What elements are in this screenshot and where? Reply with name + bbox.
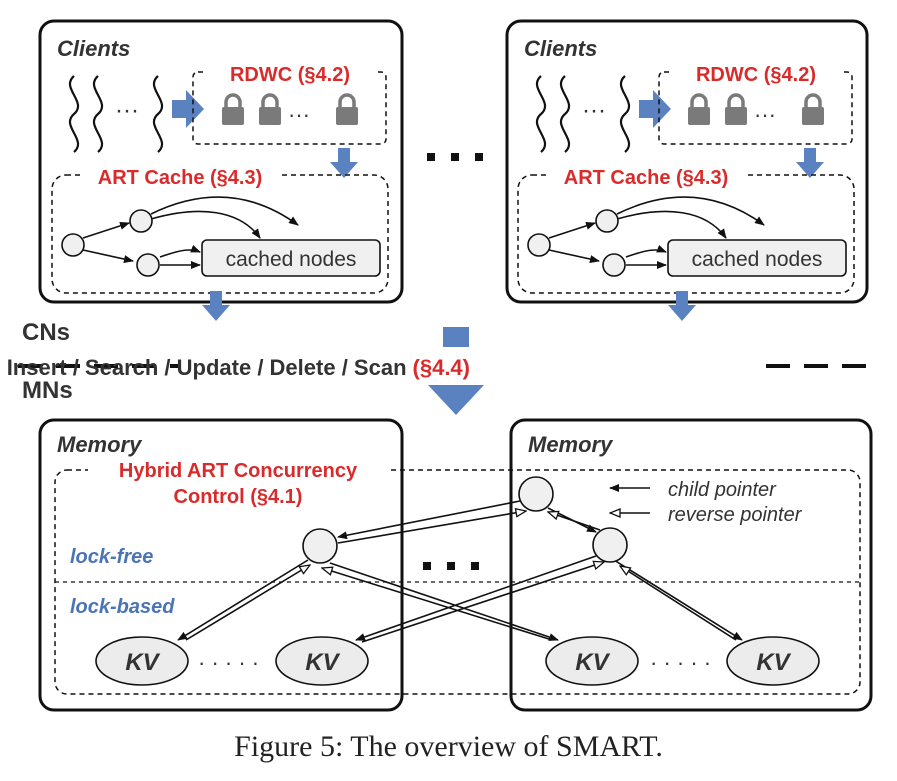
- pointer-edges: [177, 500, 743, 643]
- tree-node: [602, 253, 626, 277]
- kv-item: KV: [545, 636, 639, 686]
- child-pointer-label: child pointer: [668, 479, 777, 501]
- kv-label: KV: [305, 649, 340, 676]
- memory-title: Memory: [528, 432, 614, 457]
- tree-node: [129, 209, 153, 233]
- cached-nodes-box: [667, 239, 847, 277]
- ellipsis: · · · · ·: [198, 650, 259, 675]
- ellipsis: ···: [115, 97, 139, 124]
- cache-tree: [548, 196, 765, 269]
- tree-node: [61, 233, 85, 257]
- ellipsis: ···: [582, 97, 606, 124]
- client-box-left: Clients ··· RDWC (§4.2) ··· ART Cache (§…: [38, 19, 404, 304]
- figure-caption: Figure 5: The overview of SMART.: [234, 730, 663, 763]
- ellipsis: ···: [754, 102, 776, 127]
- cache-tree: [82, 196, 299, 269]
- kv-label: KV: [125, 649, 160, 676]
- lock-based-label: lock-based: [70, 596, 175, 618]
- rdwc-label: RDWC (§4.2): [230, 64, 350, 86]
- client-box-right: Clients ··· RDWC (§4.2) ··· ART Cache (§…: [505, 19, 869, 304]
- blue-arrow-down: [668, 291, 696, 321]
- ellipsis: ···: [288, 102, 310, 127]
- art-cache-label: ART Cache (§4.3): [564, 167, 729, 189]
- cached-nodes-label: cached nodes: [226, 248, 357, 271]
- clients-title: Clients: [57, 36, 130, 61]
- tree-node: [136, 253, 160, 277]
- blue-arrow-down: [330, 148, 358, 178]
- art-cache-label: ART Cache (§4.3): [98, 167, 263, 189]
- kv-label: KV: [756, 649, 791, 676]
- blue-arrow-stem: [443, 327, 469, 347]
- cached-nodes-box: [201, 239, 381, 277]
- operations-text: Insert / Search / Update / Delete / Scan: [7, 355, 407, 380]
- blue-arrow-right: [172, 90, 204, 128]
- cached-nodes-label: cached nodes: [692, 248, 823, 271]
- operations-label: Insert / Search / Update / Delete / Scan…: [7, 355, 470, 380]
- rdwc-label: RDWC (§4.2): [696, 64, 816, 86]
- operations-ref: (§4.4): [413, 355, 470, 380]
- blue-arrow-down-large: [428, 385, 484, 415]
- kv-item: KV: [275, 636, 369, 686]
- memory-title: Memory: [57, 432, 143, 457]
- kv-item: KV: [726, 636, 820, 686]
- hybrid-label-line1: Hybrid ART Concurrency: [119, 460, 358, 482]
- lock-free-label: lock-free: [70, 546, 153, 568]
- blue-arrow-down: [202, 291, 230, 321]
- hybrid-label-line2: Control (§4.1): [174, 486, 303, 508]
- thread-waves: ···: [535, 74, 631, 154]
- pointer-legend: child pointer reverse pointer: [609, 479, 803, 526]
- inner-node-right: [592, 527, 628, 563]
- kv-label: KV: [575, 649, 610, 676]
- more-clients-ellipsis: [427, 153, 483, 161]
- clients-title: Clients: [524, 36, 597, 61]
- tree-node: [595, 209, 619, 233]
- root-node: [518, 476, 554, 512]
- cns-label: CNs: [22, 319, 70, 346]
- inner-node-left: [302, 528, 338, 564]
- tree-node: [527, 233, 551, 257]
- thread-waves: ···: [68, 74, 164, 154]
- ellipsis: · · · · ·: [650, 650, 711, 675]
- blue-arrow-right: [639, 90, 671, 128]
- more-memory-ellipsis: [423, 562, 479, 570]
- reverse-pointer-label: reverse pointer: [668, 504, 803, 526]
- smart-overview-diagram: Clients ··· RDWC (§4.2) ··· ART Cache (§…: [7, 19, 880, 712]
- mns-label: MNs: [22, 377, 73, 404]
- kv-item: KV: [95, 636, 189, 686]
- blue-arrow-down: [796, 148, 824, 178]
